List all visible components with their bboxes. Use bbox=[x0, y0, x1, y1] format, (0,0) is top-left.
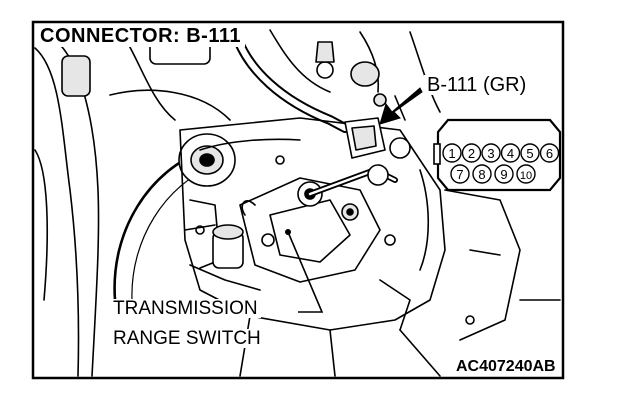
connector-pin-label: 2 bbox=[468, 146, 475, 161]
connector-pin bbox=[520, 143, 540, 163]
connector-label: B-111 (GR) bbox=[424, 75, 530, 95]
connector-pin bbox=[516, 164, 536, 184]
connector-pin-label: 5 bbox=[526, 146, 533, 161]
callout-leader-dot bbox=[285, 229, 291, 235]
connector-pin-label: 1 bbox=[448, 146, 455, 161]
connector-pin bbox=[450, 164, 470, 184]
connector-pin bbox=[461, 143, 482, 163]
connector-pin bbox=[539, 143, 560, 163]
connector-pin-label: 3 bbox=[487, 146, 494, 161]
connector-pin-label: 6 bbox=[546, 146, 553, 161]
page-title: CONNECTOR: B-111 bbox=[36, 25, 246, 47]
callout-line-2: RANGE SWITCH bbox=[110, 329, 264, 348]
figure-code: AC407240AB bbox=[453, 359, 559, 375]
connector-pin bbox=[500, 143, 521, 163]
connector-pin-label: 9 bbox=[500, 167, 507, 182]
connector-arrow bbox=[379, 87, 423, 125]
connector-pin-label: 8 bbox=[478, 167, 485, 182]
connector-pin bbox=[472, 164, 492, 184]
connector-pin bbox=[494, 164, 514, 184]
connector-pin bbox=[481, 143, 501, 163]
transmission-line-art bbox=[34, 29, 561, 377]
connector-pin bbox=[442, 143, 462, 163]
callout-leader-line bbox=[287, 231, 324, 313]
connector-pin-label: 4 bbox=[507, 146, 514, 161]
connector-pin-label: 10 bbox=[520, 170, 532, 182]
callout-line-1: TRANSMISSION bbox=[110, 299, 261, 318]
connector-pin-label: 7 bbox=[456, 167, 463, 182]
